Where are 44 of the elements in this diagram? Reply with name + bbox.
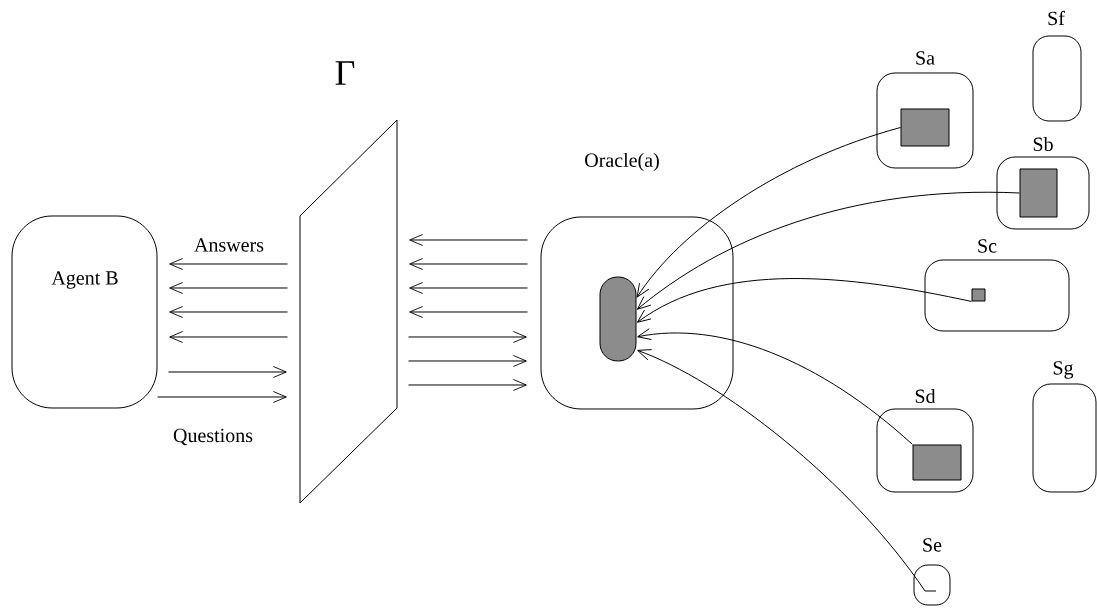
set-box: Sf xyxy=(1032,10,1082,122)
arrow-group-label: Questions xyxy=(173,428,253,446)
arrow xyxy=(637,328,913,445)
arrow xyxy=(637,349,937,592)
shaded-square xyxy=(971,288,986,302)
arrow xyxy=(157,391,287,403)
node-label: Sa xyxy=(916,51,935,65)
arrow xyxy=(636,127,901,298)
screen-parallelogram: Γ xyxy=(299,61,398,504)
oracle-box: Oracle(a) xyxy=(540,152,734,410)
arrow xyxy=(409,282,528,294)
arrow xyxy=(408,331,527,343)
node-label: Sd xyxy=(915,388,936,404)
node-label: Sf xyxy=(1048,10,1065,26)
arrow xyxy=(169,282,288,294)
set-box: Sc xyxy=(924,239,1070,332)
arrow xyxy=(169,306,288,318)
node-label: Sb xyxy=(1033,136,1053,152)
set-box: Sg xyxy=(1032,361,1097,493)
agent-box: Agent B xyxy=(11,215,158,409)
arrow xyxy=(408,379,527,391)
node-label: Γ xyxy=(335,61,355,85)
set-box: Sd xyxy=(876,388,974,493)
shaded-square xyxy=(1019,168,1058,218)
shaded-square xyxy=(912,444,962,481)
node-label: Sc xyxy=(978,239,997,253)
set-box: Sb xyxy=(996,136,1090,230)
arrow xyxy=(636,191,1020,310)
arrow xyxy=(168,366,287,378)
node-label: Se xyxy=(923,538,942,552)
arrow xyxy=(409,234,528,246)
arrow xyxy=(636,278,972,323)
arrow xyxy=(169,331,288,343)
arrow-group-label: Answers xyxy=(194,238,264,252)
node-label: Oracle(a) xyxy=(585,152,659,172)
arrow xyxy=(409,258,528,270)
shaded-square xyxy=(900,108,950,147)
arrow xyxy=(409,306,528,318)
set-box: Sa xyxy=(876,51,974,169)
node-label: Sg xyxy=(1053,361,1074,379)
arrow xyxy=(169,258,288,270)
arrow xyxy=(408,355,527,367)
shaded-capsule xyxy=(599,276,637,362)
set-box: Se xyxy=(913,538,951,606)
